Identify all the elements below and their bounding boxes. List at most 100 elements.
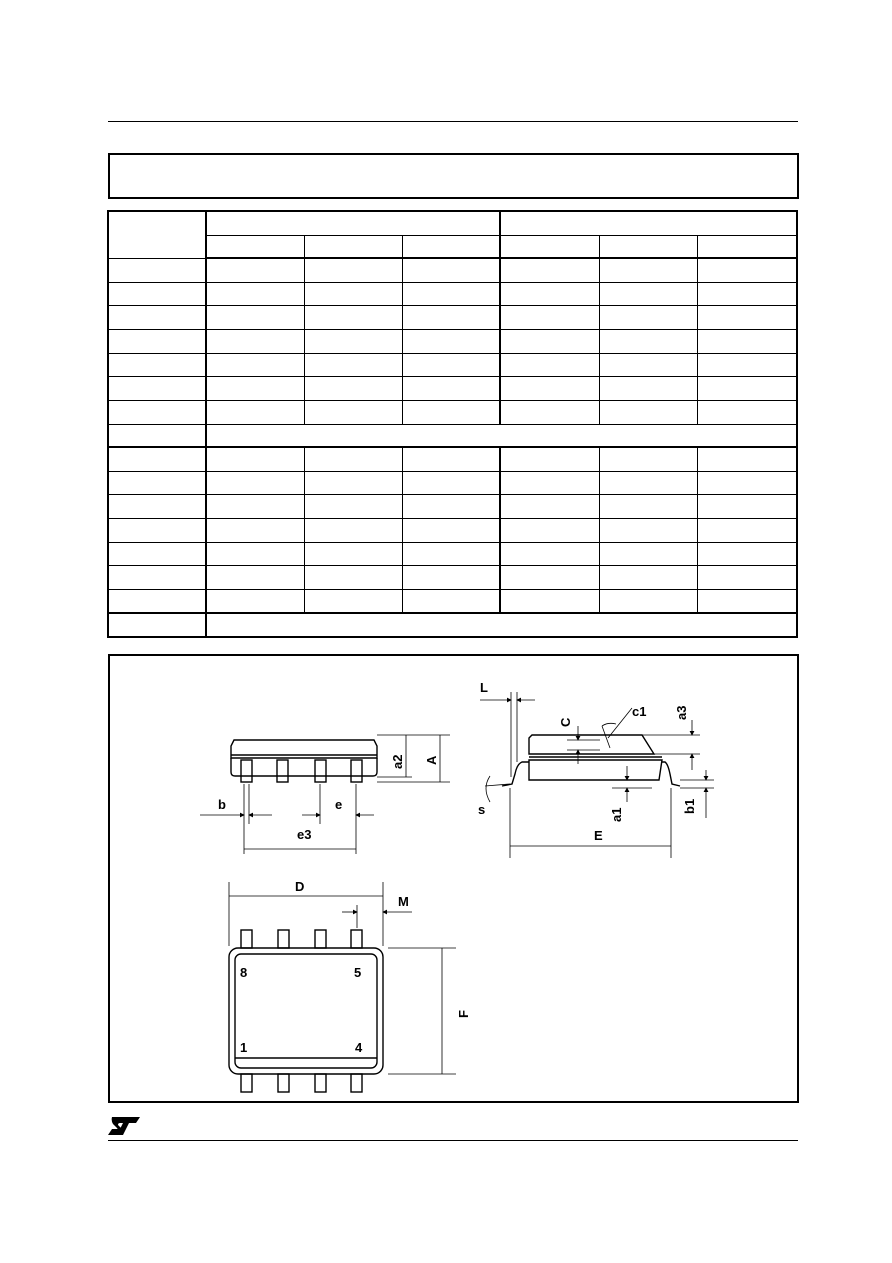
row-label [107,612,207,638]
table-row [107,304,798,330]
table-cell [401,493,501,519]
table-cell [303,375,403,401]
table-cell [303,564,403,590]
label-M: M [398,894,409,909]
table-cell [696,564,798,590]
table-cell [401,446,501,472]
table-cell [696,493,798,519]
table-cell [598,446,698,472]
table-row [107,446,798,472]
table-cell [696,541,798,566]
table-cell [205,281,305,306]
table-cell [696,470,798,495]
table-cell [303,470,403,495]
top-view [228,882,456,1093]
dim-header-cell [107,210,207,259]
table-cell [499,375,600,401]
row-label [107,446,207,472]
table-cell [401,470,501,495]
row-label [107,328,207,354]
table-cell [401,541,501,566]
table-row [107,493,798,519]
table-cell [499,493,600,519]
table-row [107,399,798,425]
table-row-spanned [107,423,798,448]
label-a2: a2 [390,755,405,769]
table-cell [598,588,698,614]
table-cell [205,375,305,401]
table-cell [303,493,403,519]
row-label [107,375,207,401]
table-cell [598,375,698,401]
table-row [107,352,798,377]
table-cell [598,399,698,425]
label-e: e [335,797,342,812]
group-header-mm [204,210,501,236]
label-e3: e3 [297,827,311,842]
header-rule [108,121,798,122]
table-cell [401,328,501,354]
row-label [107,399,207,425]
table-cell-span [204,612,798,638]
label-C: C [558,717,573,727]
table-row [107,328,798,354]
table-cell [499,281,600,306]
sub-header-cell [303,234,403,259]
table-cell [303,281,403,306]
table-title [108,153,799,199]
label-E: E [594,828,603,843]
table-cell [303,446,403,472]
row-label [107,352,207,377]
row-label [107,281,207,306]
table-cell [303,328,403,354]
pin-1-label: 1 [240,1040,247,1055]
dimensions-table [107,210,799,638]
table-cell [401,375,501,401]
table-cell [696,257,798,283]
table-cell [696,446,798,472]
table-cell [303,352,403,377]
table-cell [205,564,305,590]
row-label [107,304,207,330]
footer-rule [108,1140,798,1141]
table-cell [401,588,501,614]
table-cell [205,257,305,283]
table-cell [598,257,698,283]
table-cell [205,541,305,566]
label-L: L [480,680,488,695]
table-cell [598,281,698,306]
table-cell [696,399,798,425]
label-A: A [424,755,439,765]
row-label [107,517,207,543]
table-cell [401,257,501,283]
row-label [107,257,207,283]
table-subheader-row [108,234,798,259]
table-cell [696,375,798,401]
table-cell [303,588,403,614]
table-cell [303,399,403,425]
table-cell [401,517,501,543]
table-cell [499,399,600,425]
table-cell [499,541,600,566]
st-logo-icon [106,1115,142,1137]
group-header-inch [499,210,798,236]
table-cell [303,257,403,283]
table-cell [205,304,305,330]
table-cell [598,470,698,495]
table-cell [598,352,698,377]
table-row [107,517,798,543]
pin-8-label: 8 [240,965,247,980]
sub-header-cell [205,234,305,259]
table-cell [499,352,600,377]
table-cell [696,281,798,306]
table-cell-span [204,423,798,448]
front-view [200,734,450,854]
label-b: b [218,797,226,812]
table-cell [598,328,698,354]
label-F: F [456,1010,471,1018]
table-cell [598,304,698,330]
table-cell [401,399,501,425]
pin-5-label: 5 [354,965,361,980]
table-cell [696,304,798,330]
row-label [107,541,207,566]
